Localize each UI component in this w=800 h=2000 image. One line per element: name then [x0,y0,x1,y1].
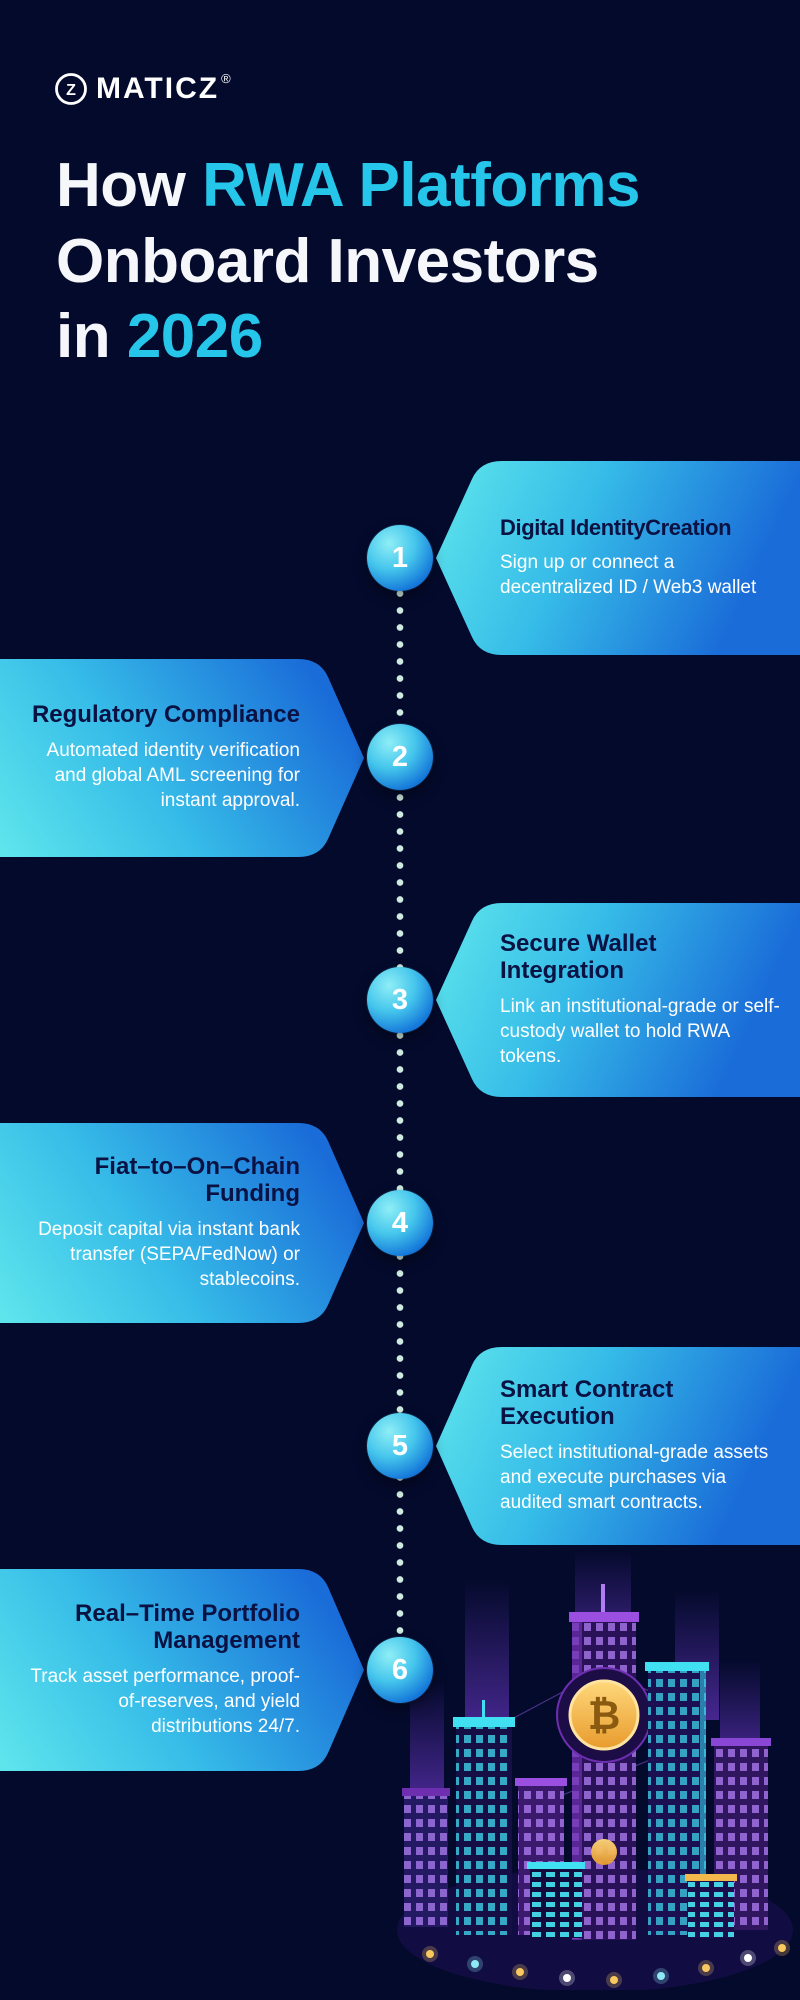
title-line-3: in 2026 [56,299,716,375]
step-5-card: Smart Contract Execution Select institut… [436,1347,800,1545]
svg-text:Z: Z [66,82,76,99]
step-3-description: Link an institutional-grade or self-cust… [500,995,780,1067]
step-5-title: Smart Contract Execution [500,1376,674,1430]
step-6-title: Real–Time Portfolio Management [75,1600,300,1654]
title-line-1: How RWA Platforms [56,148,716,224]
building-far-right [711,1738,771,1930]
building-left-tall [453,1700,515,1935]
coin-port [591,1839,617,1865]
registered-mark: ® [221,71,231,86]
step-3-number-badge: 3 [367,967,433,1033]
title-line-1-accent: RWA Platforms [202,151,641,220]
step-1-title: Digital IdentityCreation [500,515,732,541]
bitcoin-coin: ₿ [556,1667,652,1763]
timeline-dotted-line [396,568,404,1676]
brand-logo: Z MATICZ ® [54,72,231,111]
step-2-card: Regulatory Compliance Automated identity… [0,659,364,857]
title-line-2-white: Onboard Investors [56,226,599,296]
step-6-description: Track asset performance, proof-of-reserv… [30,1665,300,1737]
step-1-description: Sign up or connect a decentralized ID / … [500,551,757,598]
step-6-number-badge: 6 [367,1637,433,1703]
page-title: How RWA Platforms Onboard Investors in 2… [56,148,716,375]
title-line-1-white: How [56,151,203,220]
title-line-3-accent: 2026 [126,302,263,372]
maticz-logo-icon: Z [54,72,88,111]
step-2-number-badge: 2 [367,724,433,790]
building-far-left [402,1788,450,1927]
step-5-number-badge: 5 [367,1413,433,1479]
step-2-number: 2 [391,740,409,773]
svg-text:₿: ₿ [588,1693,621,1739]
step-1-card: Digital IdentityCreation Sign up or conn… [436,461,800,655]
title-line-2: Onboard Investors [56,224,716,300]
step-3-card: Secure Wallet Integration Link an instit… [436,903,800,1097]
building-front-right [685,1874,737,1938]
step-4-number: 4 [391,1206,409,1239]
ground-glow-dots [422,1940,790,1988]
step-5-number: 5 [391,1429,409,1462]
city-illustration: ₿ [390,1550,800,1992]
step-6-number: 6 [391,1653,409,1686]
step-6-card: Real–Time Portfolio Management Track ass… [0,1569,364,1771]
brand-name: MATICZ [96,72,220,105]
step-1-number: 1 [391,541,409,574]
step-3-title: Secure Wallet Integration [500,930,657,984]
building-front-left [527,1862,585,1938]
step-5-description: Select institutional-grade assets and ex… [500,1441,769,1513]
step-4-description: Deposit capital via instant bank transfe… [38,1218,300,1290]
title-line-3-white: in [56,302,127,372]
step-3-number: 3 [391,983,409,1016]
step-4-title: Fiat–to–On–Chain Funding [94,1153,300,1207]
step-1-number-badge: 1 [367,525,433,591]
step-4-number-badge: 4 [367,1190,433,1256]
step-2-title: Regulatory Compliance [31,701,300,729]
step-2-description: Automated identity verification and glob… [46,740,300,812]
step-4-card: Fiat–to–On–Chain Funding Deposit capital… [0,1123,364,1323]
